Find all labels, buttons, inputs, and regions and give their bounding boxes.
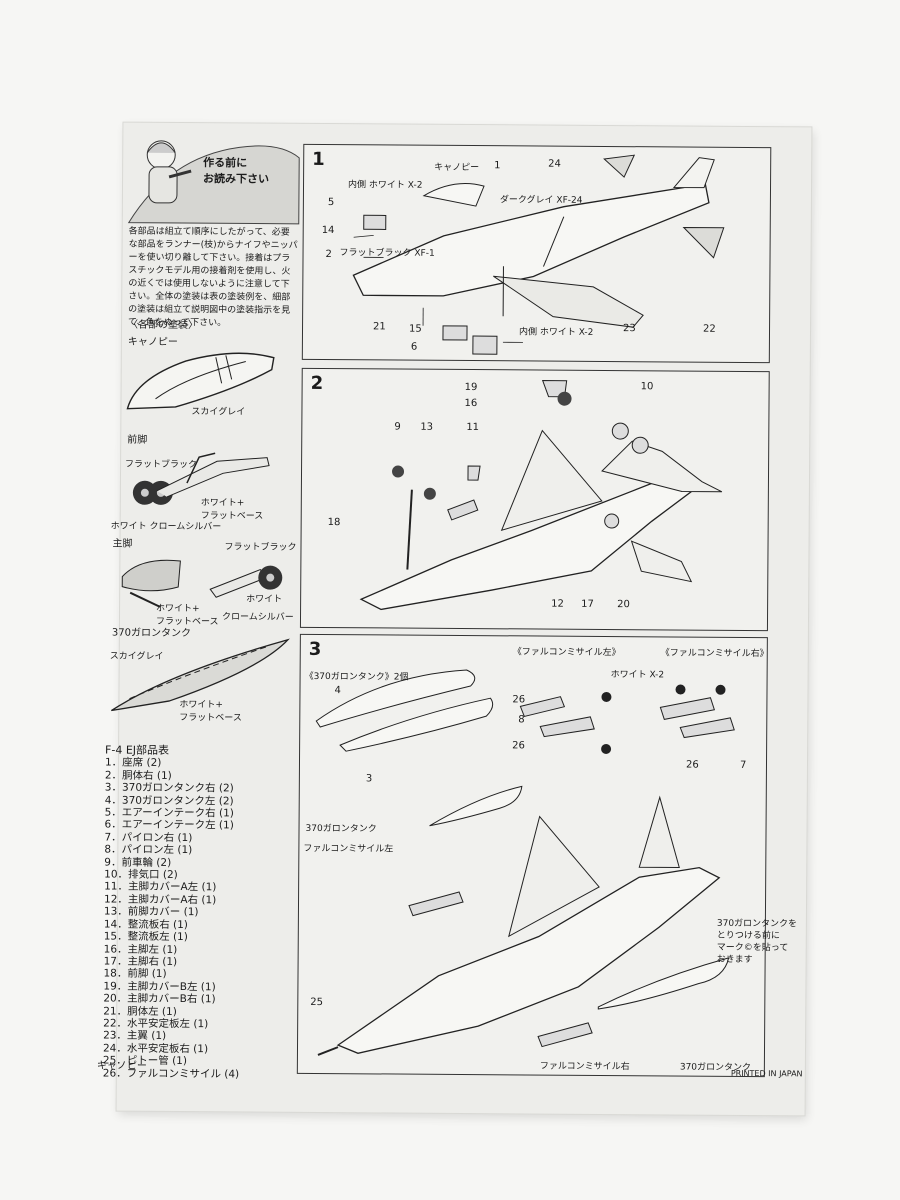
main-gear-drawing <box>121 559 283 608</box>
canopy-color: スカイグレイ <box>191 407 246 418</box>
step-1-drawing <box>352 154 725 355</box>
parts-list-item: 13．前脚カバー (1) <box>103 905 199 919</box>
main-gear-white-flat: ホワイト+ フラットベース <box>155 603 219 628</box>
step3-part-7: 7 <box>739 759 747 771</box>
intro-text: 各部品は組立て順序にしたがって、必要な部品をランナー(枝)からナイフやニッパーを… <box>128 226 298 329</box>
canopy-drawing <box>126 352 275 410</box>
tank-white-flat: ホワイト+ フラットベース <box>179 700 242 724</box>
step1-dark-grey: ダークグレイ XF-24 <box>499 195 583 206</box>
parts-list-item: 4．370ガロンタンク左 (2) <box>104 794 234 808</box>
parts-list-item: 8．パイロン左 (1) <box>104 843 193 857</box>
nose-gear-white-flat: ホワイト+ フラットベース <box>200 498 264 522</box>
step3-tank-label: 370ガロンタンク <box>305 823 377 835</box>
step1-part-5: 5 <box>327 197 335 209</box>
nose-gear-title: 前脚 <box>127 434 148 446</box>
step3-falcon-right: ファルコンミサイル右 <box>539 1061 630 1073</box>
step1-part-6: 6 <box>410 341 418 353</box>
step1-part-21: 21 <box>372 321 386 333</box>
parts-list: F-4 EJ部品表 1．座席 (2) 2．胴体右 (1) 3．370ガロンタンク… <box>102 743 242 1080</box>
step-1-panel: 1 キャノピー 内側 ホワイト X-2 ダークグレイ XF-24 フラットブラッ… <box>301 143 772 364</box>
nose-gear-drawing <box>132 452 270 505</box>
step2-part-19: 19 <box>464 381 478 394</box>
step2-part-10: 10 <box>640 381 654 393</box>
step3-missile-left-heading: 《ファルコンミサイル左》 <box>512 647 621 659</box>
main-gear-chrome: クロームシルバー <box>221 612 294 623</box>
step3-part-25: 25 <box>310 996 324 1009</box>
parts-list-item: 19．主脚カバーB左 (1) <box>103 980 216 993</box>
parts-list-item: 21．胴体左 (1) <box>103 1005 177 1018</box>
parts-list-item: 18．前脚 (1) <box>103 967 167 981</box>
step1-part-1: 1 <box>494 160 501 172</box>
step3-part-26b: 26 <box>512 740 525 752</box>
step-2-drawing <box>359 380 723 611</box>
parts-list-item: 1．座席 (2) <box>104 756 162 770</box>
step1-part-24: 24 <box>548 158 561 170</box>
step3-missile-right-heading: 《ファルコンミサイル右》 <box>660 648 769 660</box>
step3-part-26c: 26 <box>685 759 699 771</box>
tank-drawing <box>111 638 290 712</box>
parts-list-item: 6．エアーインテーク左 (1) <box>104 818 234 832</box>
step1-inner-white: 内側 ホワイト X-2 <box>347 180 423 191</box>
step2-part-13: 13 <box>420 421 434 433</box>
step3-part-3: 3 <box>365 773 373 785</box>
step3-note: 370ガロンタンクを とりつける前に マーク©を貼って おきます <box>716 918 798 966</box>
step3-part-4: 4 <box>334 685 341 697</box>
parts-list-item: 16．主脚左 (1) <box>103 942 178 956</box>
parts-list-item: 22．水平安定板左 (1) <box>103 1017 209 1031</box>
pilot-illustration <box>127 140 300 225</box>
painting-heading: 〈各部の塗装〉 <box>128 319 199 332</box>
parts-list-item: 15．整流板左 (1) <box>103 930 188 944</box>
step1-part-2: 2 <box>325 249 332 261</box>
step2-part-9: 9 <box>394 421 401 433</box>
parts-footer-canopy: キャノピー <box>96 1060 147 1072</box>
parts-list-item: 14．整流板右 (1) <box>103 918 188 931</box>
step-3-drawing <box>315 669 735 1056</box>
step2-part-20: 20 <box>617 599 630 611</box>
step2-part-11: 11 <box>466 422 480 434</box>
step2-part-18: 18 <box>327 517 341 529</box>
parts-list-item: 23．主翼 (1) <box>103 1029 167 1043</box>
step3-falcon-left: ファルコンミサイル左 <box>303 843 394 855</box>
step1-part-23: 23 <box>622 323 636 335</box>
step1-part-22: 22 <box>702 323 716 335</box>
instruction-sheet: 作る前に お読み下さい 各部品は組立て順序にしたがって、必要な部品をランナー(枝… <box>97 122 812 1116</box>
step2-part-16: 16 <box>464 397 478 410</box>
step3-tank-heading: 《370ガロンタンク》2個 <box>304 671 409 683</box>
step3-white-x2: ホワイト X-2 <box>610 670 665 681</box>
step1-part-14: 14 <box>321 224 335 237</box>
parts-list-item: 11．主脚カバーA左 (1) <box>104 880 217 894</box>
step3-part-26a: 26 <box>512 694 526 706</box>
step1-canopy-label: キャノピー <box>434 162 480 174</box>
parts-list-item: 24．水平安定板右 (1) <box>102 1042 209 1055</box>
step3-part-8: 8 <box>518 714 525 726</box>
canopy-title: キャノピー <box>127 336 178 348</box>
main-gear-white: ホワイト <box>246 594 283 605</box>
parts-list-item: 20．主脚カバーB右 (1) <box>103 992 216 1006</box>
read-first-bubble: 作る前に お読み下さい <box>203 156 270 186</box>
parts-list-item: 3．370ガロンタンク右 (2) <box>104 781 234 795</box>
step-2-panel: 2 19 16 10 9 13 11 18 12 17 20 <box>299 367 770 632</box>
step1-flat-black: フラットブラック XF-1 <box>339 248 435 259</box>
step2-part-12: 12 <box>551 598 564 610</box>
printed-in-japan: PRINTED IN JAPAN <box>730 1068 803 1079</box>
step1-inner-white2: 内側 ホワイト X-2 <box>518 327 594 338</box>
step-3-panel: 3 《370ガロンタンク》2個 《ファルコンミサイル左》 《ファルコンミサイル右… <box>296 633 797 1078</box>
step2-part-17: 17 <box>581 598 594 610</box>
nose-gear-white-chrome: ホワイト クロームシルバー <box>110 521 222 533</box>
step1-part-15: 15 <box>408 323 422 335</box>
parts-list-item: 9．前車輪 (2) <box>104 856 172 869</box>
